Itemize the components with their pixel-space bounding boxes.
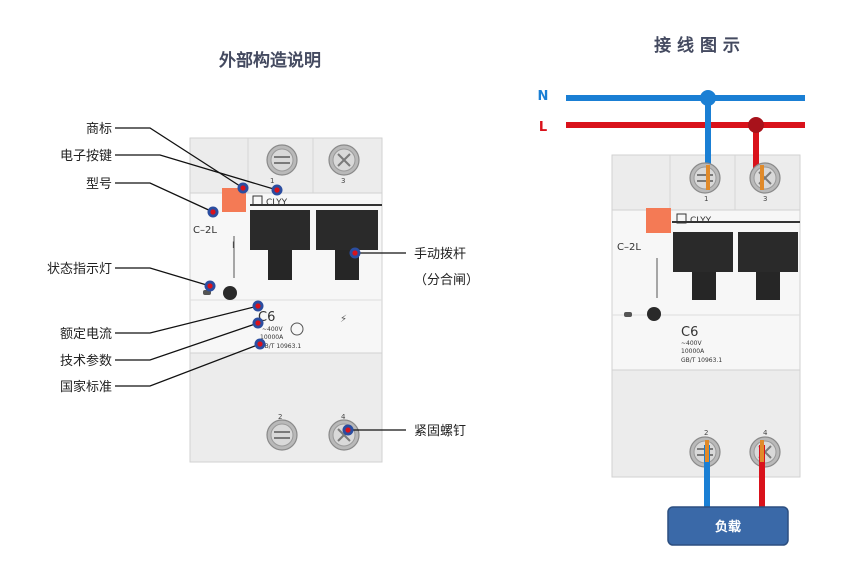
terminal-number: 4 — [763, 429, 768, 437]
marker-icon — [252, 300, 264, 312]
model-text: C–2L — [617, 242, 641, 253]
right-panel-title: 接 线 图 示 — [654, 35, 740, 56]
voltage-text: ~400V — [262, 326, 283, 333]
ccc-mark-icon — [290, 322, 304, 336]
terminal-number: 2 — [278, 413, 282, 421]
breaker-right — [611, 154, 801, 478]
junction-dot — [748, 117, 764, 133]
leader-lines — [115, 127, 406, 431]
marker-icon — [254, 338, 266, 350]
logo-icon — [676, 213, 687, 224]
on-symbol: I — [232, 241, 235, 251]
label-rated-current: 额定电流 — [60, 327, 112, 342]
voltage-text: ~400V — [681, 340, 702, 347]
terminal-number: 3 — [763, 195, 767, 203]
label-electronic-key: 电子按键 — [60, 149, 112, 164]
screw-icon — [328, 419, 360, 451]
circuit-symbol-icon: ⚡ — [340, 314, 347, 325]
load-label: 负载 — [715, 519, 741, 535]
terminal-number: 3 — [341, 177, 345, 185]
load-box — [667, 506, 789, 546]
label-handle-sub: （分合闸） — [414, 273, 479, 288]
label-national-standard: 国家标准 — [60, 379, 112, 395]
label-tech-params: 技术参数 — [60, 353, 112, 369]
status-light-icon — [624, 312, 632, 317]
label-model: 型号 — [86, 177, 112, 192]
brand-text: CLYY — [690, 216, 712, 226]
brand-text: CLYY — [266, 198, 288, 208]
handle-pole-1[interactable] — [673, 232, 733, 272]
standard-text: GB/T 10963.1 — [260, 343, 301, 350]
electronic-key-button[interactable] — [646, 208, 671, 233]
test-button[interactable] — [647, 307, 661, 321]
marker-icon — [207, 206, 219, 218]
handle-lever-1 — [692, 272, 716, 300]
marker-icon — [204, 280, 216, 292]
label-screw: 紧固螺钉 — [414, 424, 466, 439]
handle-lever-1 — [268, 250, 292, 280]
marker-icon — [252, 317, 264, 329]
standard-text: GB/T 10963.1 — [681, 357, 722, 364]
label-trademark: 商标 — [86, 122, 112, 137]
screw-icon — [266, 419, 298, 451]
logo-icon — [252, 195, 263, 206]
terminal-number: 1 — [270, 177, 274, 185]
breaking-text: 10000A — [260, 334, 284, 341]
screw-icon — [689, 162, 721, 194]
breaking-text: 10000A — [681, 348, 705, 355]
label-l: L — [539, 120, 547, 135]
label-n: N — [538, 89, 549, 104]
terminal-number: 2 — [704, 429, 708, 437]
handle-lever-2 — [756, 272, 780, 300]
screw-icon — [328, 144, 360, 176]
terminal-number: 4 — [341, 413, 346, 421]
terminal-number: 1 — [704, 195, 708, 203]
junction-dot — [700, 90, 716, 106]
handle-pole-2[interactable] — [316, 210, 378, 250]
handle-pole-2[interactable] — [738, 232, 798, 272]
screw-icon — [749, 162, 781, 194]
label-status-light: 状态指示灯 — [47, 262, 112, 277]
rating-text: C6 — [681, 325, 698, 340]
test-button[interactable] — [223, 286, 237, 300]
handle-pole-1[interactable] — [250, 210, 310, 250]
left-panel-title: 外部构造说明 — [219, 50, 321, 71]
screw-icon — [266, 144, 298, 176]
marker-icon — [237, 182, 249, 194]
breaker-left: I ⚡ — [189, 137, 383, 463]
marker-icon — [271, 184, 283, 196]
model-text: C–2L — [193, 225, 217, 236]
marker-icon — [342, 424, 354, 436]
label-handle: 手动拨杆 — [414, 247, 466, 262]
marker-icon — [349, 247, 361, 259]
